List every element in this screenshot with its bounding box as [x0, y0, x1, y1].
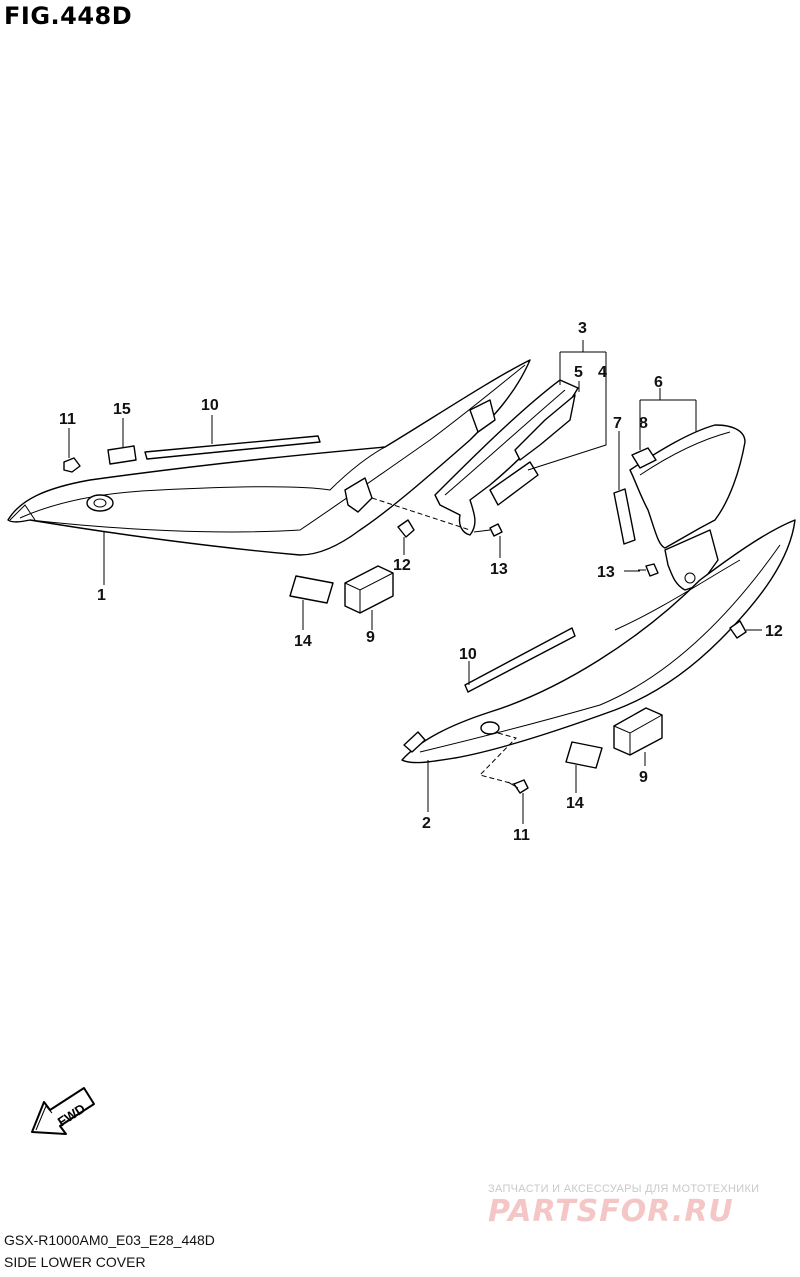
callout-11-upper: 11: [59, 411, 76, 428]
callout-15: 15: [113, 401, 131, 418]
callout-7: 7: [613, 415, 622, 432]
forward-arrow-icon: FWD: [31, 1087, 95, 1135]
part-2-right-cover: [401, 519, 796, 764]
callout-5: 5: [574, 364, 583, 381]
part-13-screw-lower: [638, 563, 659, 577]
part-4-bracket-plate: [489, 461, 539, 506]
watermark-brand: PARTSFOR.RU: [488, 1194, 734, 1229]
figure-title: FIG.448D: [4, 2, 133, 30]
part-7-rubber-strip: [613, 488, 636, 545]
part-10-strip-upper: [144, 435, 321, 460]
callout-14-right: 14: [566, 795, 584, 812]
callout-13-upper: 13: [490, 561, 508, 578]
mount-hole: [480, 721, 500, 735]
callout-12-lower: 12: [765, 623, 783, 640]
part-9-foam-block-right: [613, 707, 663, 756]
part-3-bracket-assembly: [434, 379, 579, 536]
assembly-line: [479, 732, 517, 785]
assembly-line: [371, 497, 471, 531]
callout-14-left: 14: [294, 633, 312, 650]
grommet-mount: [469, 399, 496, 433]
part-5-bracket-arm: [514, 394, 576, 461]
part-1-left-cover: [7, 359, 531, 556]
callout-12-upper: 12: [393, 557, 411, 574]
callout-10-upper: 10: [201, 397, 219, 414]
callout-11-lower: 11: [513, 827, 530, 844]
callout-2: 2: [422, 815, 431, 832]
grommet-mount: [344, 477, 373, 513]
part-11-bolt-lower: [507, 779, 529, 794]
part-11-bolt-upper: [63, 452, 81, 473]
part-13-screw-upper: [473, 523, 503, 537]
part-10-strip-lower: [464, 627, 576, 693]
part-8-pad: [631, 447, 657, 469]
callout-6: 6: [654, 374, 663, 391]
callout-13-lower: 13: [597, 564, 615, 581]
part-12-clip-lower: [729, 620, 747, 639]
mount-hole: [86, 494, 114, 512]
part-6-right-panel: [629, 424, 746, 591]
part-14-pad-right: [565, 741, 603, 769]
callout-1: 1: [97, 587, 106, 604]
watermark-subtitle: ЗАПЧАСТИ И АКСЕССУАРЫ ДЛЯ МОТОТЕХНИКИ: [488, 1183, 760, 1195]
callout-10-lower: 10: [459, 646, 477, 663]
callout-8: 8: [639, 415, 648, 432]
callout-9-left: 9: [366, 629, 375, 646]
footer-code: GSX-R1000AM0_E03_E28_448D: [4, 1232, 215, 1248]
footer-caption: SIDE LOWER COVER: [4, 1254, 146, 1270]
callout-9-right: 9: [639, 769, 648, 786]
part-12-clip-upper: [397, 519, 415, 538]
callout-4: 4: [598, 364, 607, 381]
part-15-block: [107, 445, 137, 465]
part-14-pad-left: [289, 575, 334, 604]
part-9-foam-block-left: [344, 565, 394, 614]
callout-3: 3: [578, 320, 587, 337]
